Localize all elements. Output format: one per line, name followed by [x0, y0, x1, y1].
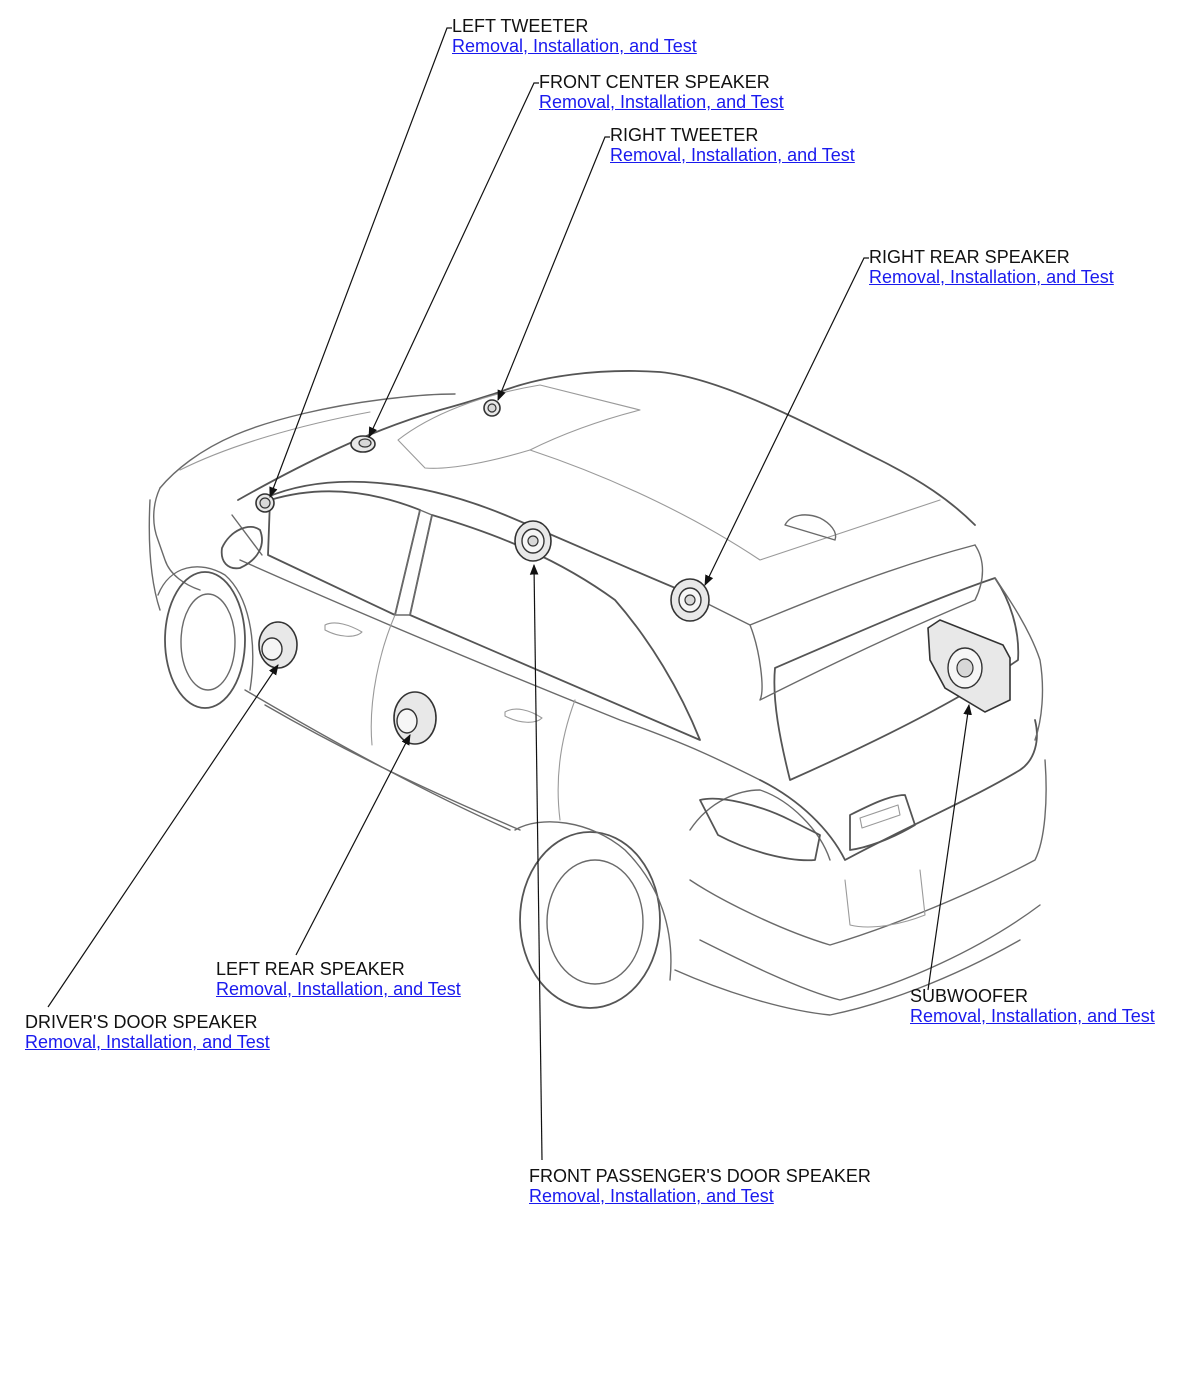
- left-rear-speaker-link[interactable]: Removal, Installation, and Test: [216, 979, 461, 999]
- rear-side-window: [409, 514, 701, 741]
- callout-right-rear-speaker: RIGHT REAR SPEAKER Removal, Installation…: [869, 247, 1114, 287]
- side-mirror: [220, 526, 263, 570]
- rear-wheel-rim: [546, 859, 644, 985]
- front-passengers-door-speaker-label: FRONT PASSENGER'S DOOR SPEAKER: [529, 1166, 871, 1186]
- left-tweeter-speaker: [255, 493, 275, 513]
- rocker-panel: [264, 704, 521, 831]
- subwoofer-unit: [927, 619, 1011, 713]
- subwoofer-leader: [927, 703, 972, 991]
- windshield-base: [231, 514, 263, 556]
- right-tweeter-leader: [497, 136, 610, 402]
- windshield: [237, 391, 501, 501]
- callout-subwoofer: SUBWOOFER Removal, Installation, and Tes…: [910, 986, 1155, 1026]
- tailgate: [759, 719, 1038, 861]
- callout-drivers-door-speaker: DRIVER'S DOOR SPEAKER Removal, Installat…: [25, 1012, 270, 1052]
- leader-lines: [47, 27, 972, 1161]
- subwoofer-link[interactable]: Removal, Installation, and Test: [910, 1006, 1155, 1026]
- front-center-speaker-label: FRONT CENTER SPEAKER: [539, 72, 770, 92]
- rear-bumper-base: [674, 939, 1021, 1016]
- body-beltline: [239, 559, 761, 781]
- front-passengers-door-speaker-leader: [529, 563, 543, 1161]
- front-center-speaker-unit: [350, 435, 376, 453]
- drivers-door-speaker-link[interactable]: Removal, Installation, and Test: [25, 1032, 270, 1052]
- roof-rear-edge: [679, 544, 976, 626]
- sunroof: [397, 384, 641, 469]
- right-taillight: [849, 794, 916, 851]
- left-tweeter-label: LEFT TWEETER: [452, 16, 589, 36]
- front-door-seam: [370, 614, 396, 746]
- subwoofer-label: SUBWOOFER: [910, 986, 1029, 1006]
- front-door-handle: [324, 622, 363, 637]
- drivers-door-speaker-leader: [47, 664, 279, 1008]
- tail-emblem: [859, 804, 901, 829]
- front-fascia: [153, 487, 201, 591]
- hood-crease: [179, 411, 371, 471]
- front-center-speaker-leader: [368, 82, 539, 438]
- rear-window: [773, 577, 1020, 781]
- rear-right-pillar: [994, 577, 1044, 741]
- rear-bumper: [689, 759, 1047, 946]
- callout-left-tweeter: LEFT TWEETER Removal, Installation, and …: [452, 16, 697, 56]
- shark-fin-antenna: [784, 514, 837, 541]
- callout-front-passengers-door-speaker: FRONT PASSENGER'S DOOR SPEAKER Removal, …: [529, 1166, 871, 1206]
- left-tweeter-leader: [269, 27, 452, 499]
- callout-right-tweeter: RIGHT TWEETER Removal, Installation, and…: [610, 125, 855, 165]
- front-center-speaker-link[interactable]: Removal, Installation, and Test: [539, 92, 784, 112]
- callout-front-center-speaker: FRONT CENTER SPEAKER Removal, Installati…: [539, 72, 784, 112]
- drivers-door-speaker-label: DRIVER'S DOOR SPEAKER: [25, 1012, 258, 1032]
- b-pillar: [394, 509, 433, 616]
- right-rear-speaker-link[interactable]: Removal, Installation, and Test: [869, 267, 1114, 287]
- rear-door-seam: [557, 699, 576, 821]
- hood: [159, 393, 456, 489]
- left-rear-speaker-unit: [393, 691, 437, 745]
- callout-left-rear-speaker: LEFT REAR SPEAKER Removal, Installation,…: [216, 959, 461, 999]
- right-tweeter-speaker: [483, 399, 501, 417]
- left-rear-speaker-label: LEFT REAR SPEAKER: [216, 959, 405, 979]
- rear-wheel: [519, 831, 661, 1009]
- left-rear-speaker-leader: [295, 734, 411, 956]
- front-wheel: [164, 571, 246, 709]
- rear-spoiler: [749, 544, 984, 701]
- left-tweeter-link[interactable]: Removal, Installation, and Test: [452, 36, 697, 56]
- right-rear-speaker-unit: [670, 578, 710, 622]
- front-wheel-rim: [180, 593, 236, 691]
- front-wheel-arch: [157, 566, 254, 691]
- front-bumper: [148, 499, 161, 611]
- rear-door-handle: [504, 708, 543, 723]
- right-tweeter-label: RIGHT TWEETER: [610, 125, 759, 145]
- roof-left-edge: [264, 480, 681, 591]
- vehicle-outline: [148, 370, 1047, 1016]
- right-rear-speaker-leader: [704, 257, 869, 586]
- rear-bumper-lower: [699, 904, 1041, 1001]
- license-area: [844, 869, 926, 928]
- front-passengers-door-speaker-unit: [514, 520, 552, 562]
- drivers-door-speaker-unit: [258, 621, 298, 669]
- rear-quarter: [689, 789, 831, 861]
- right-tweeter-link[interactable]: Removal, Installation, and Test: [610, 145, 855, 165]
- roof-panel: [529, 449, 941, 561]
- left-taillight: [699, 797, 821, 862]
- rear-wheel-arch: [514, 821, 672, 981]
- front-passengers-door-speaker-link[interactable]: Removal, Installation, and Test: [529, 1186, 774, 1206]
- right-rear-speaker-label: RIGHT REAR SPEAKER: [869, 247, 1070, 267]
- front-side-window: [267, 490, 421, 616]
- roof-right-edge: [499, 370, 976, 526]
